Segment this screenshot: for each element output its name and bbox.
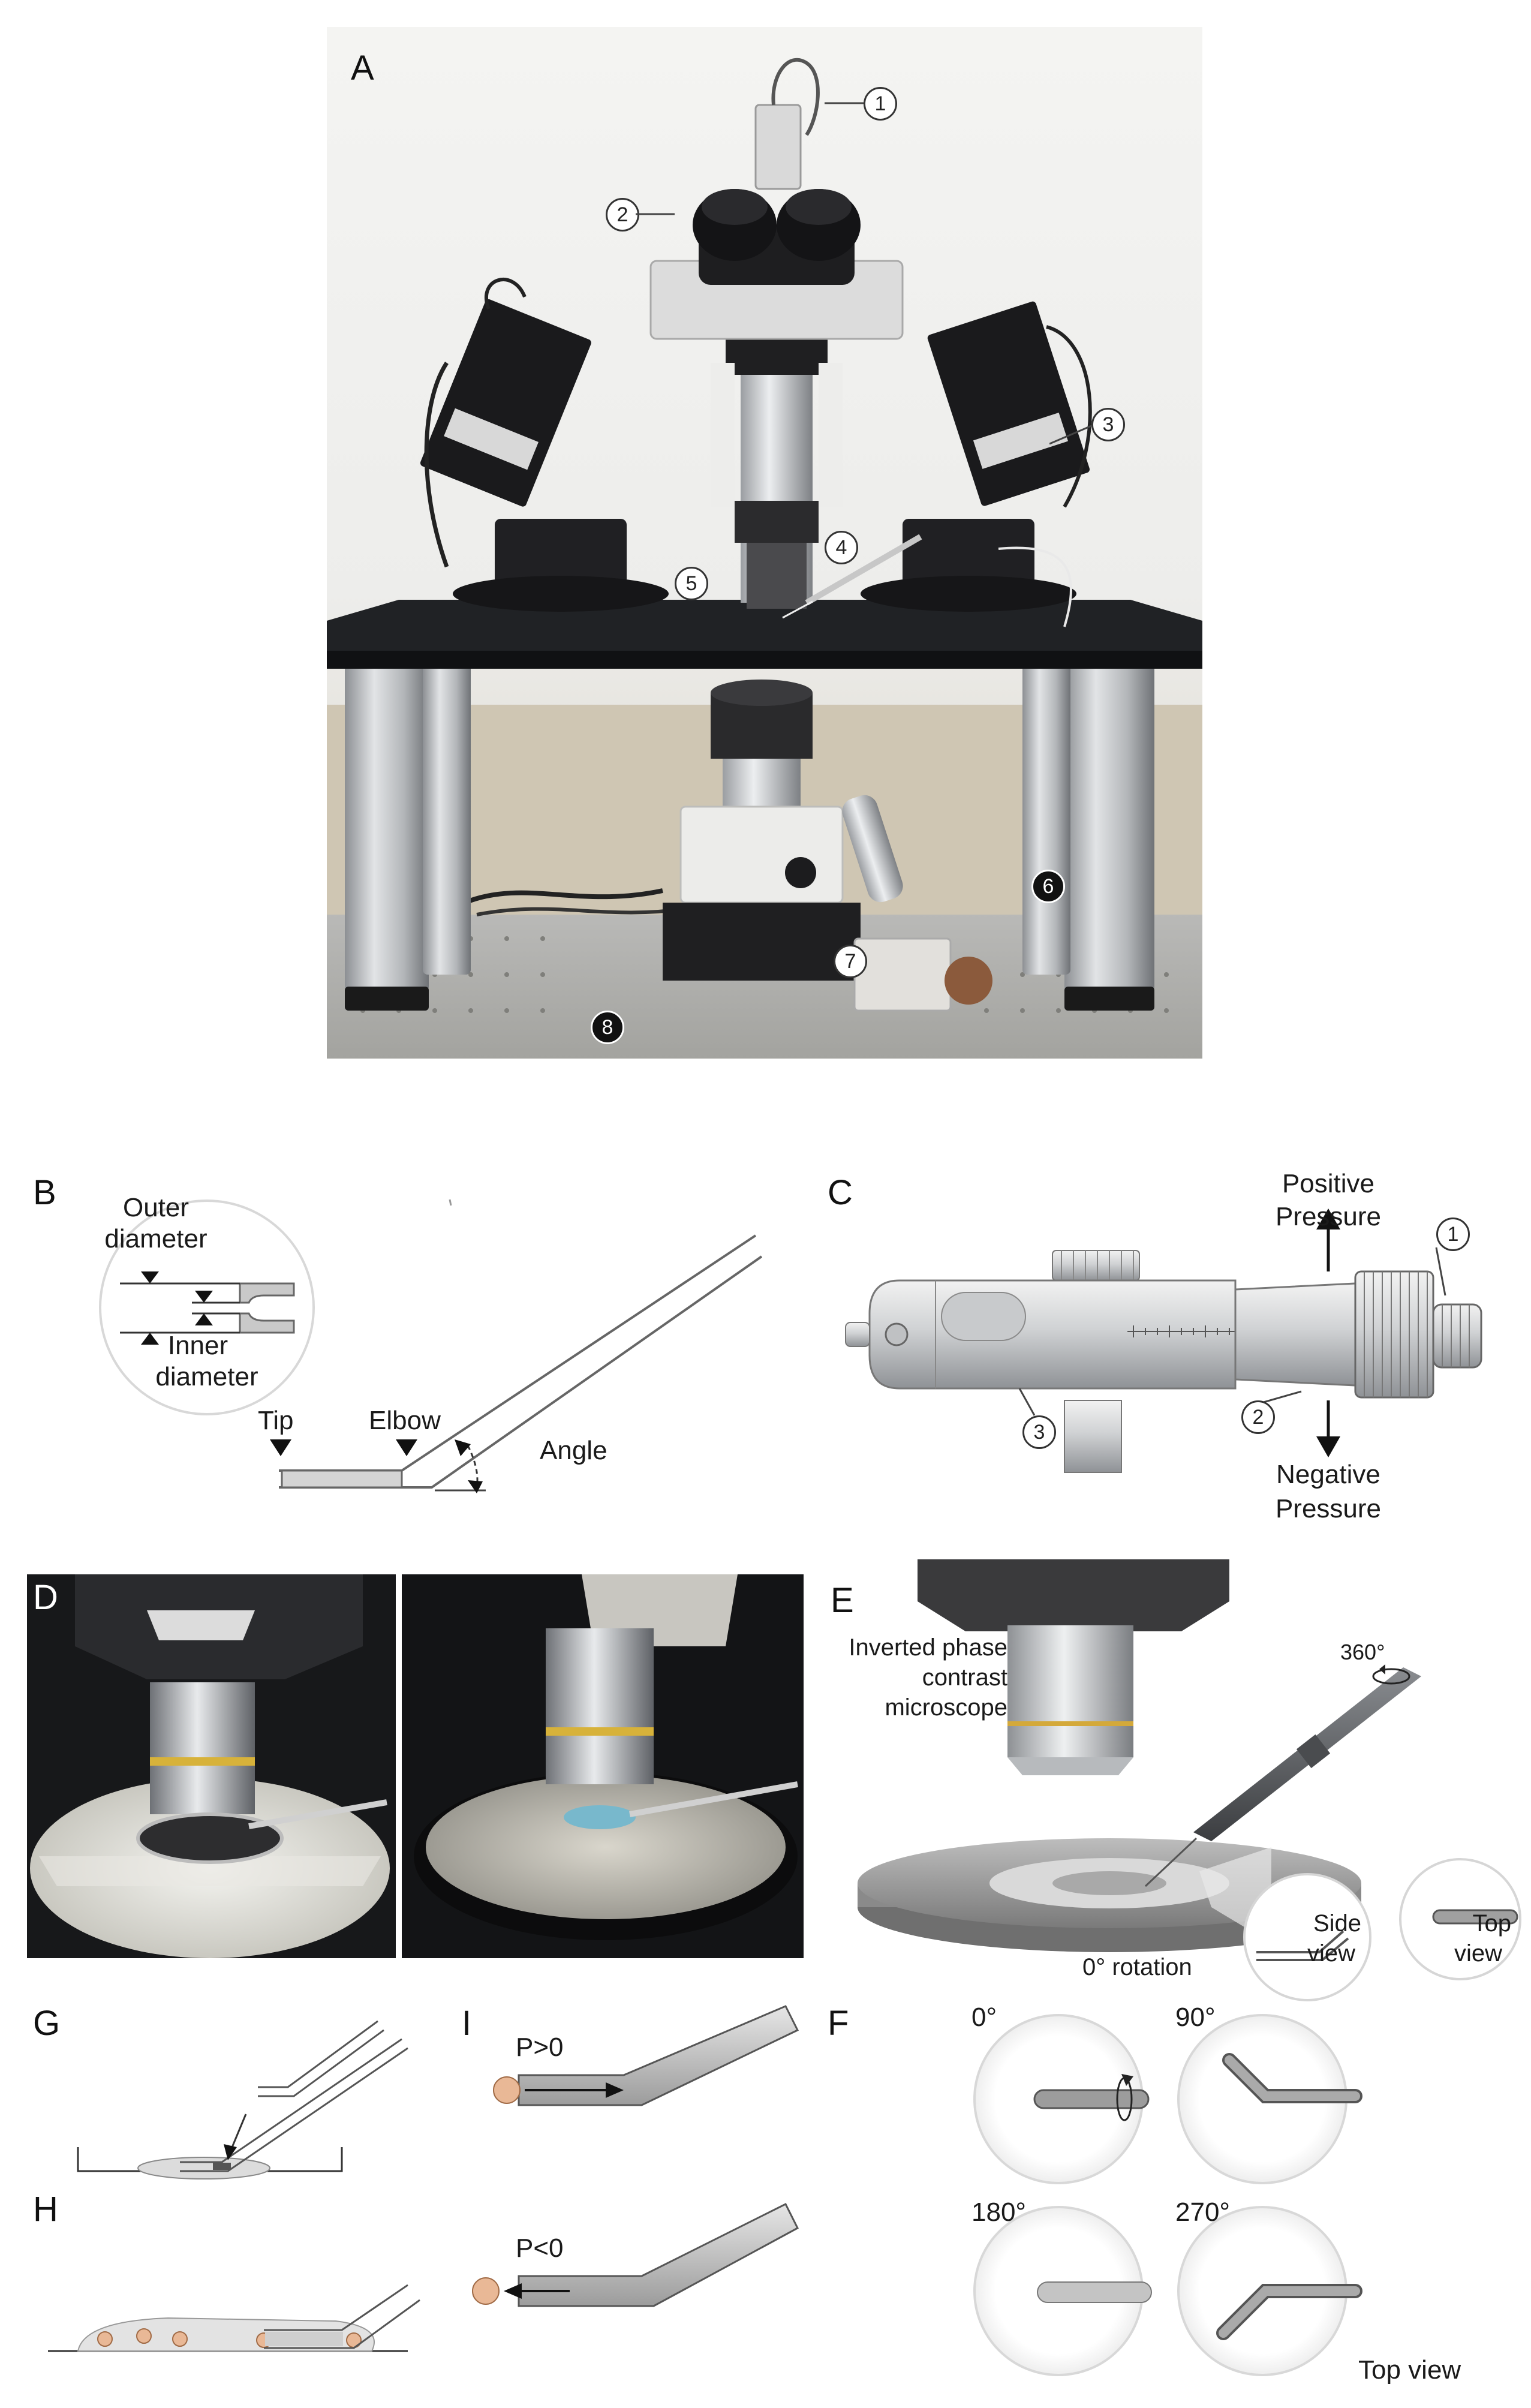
- panel-letter-h: H: [33, 2190, 58, 2229]
- panel-letter-i: I: [462, 2004, 472, 2043]
- angle-90-label: 90°: [1175, 2003, 1216, 2032]
- panel-a-photo: A 1 2 3 4 5 6 7 8: [327, 27, 1202, 1059]
- tip-label: Tip: [258, 1406, 294, 1435]
- callout-8: 8: [591, 1011, 624, 1044]
- panel-d-photo-right: [402, 1574, 804, 1958]
- microscope-label-1: Inverted phase: [849, 1634, 1007, 1661]
- positive-pressure-label-1: Positive: [1282, 1169, 1375, 1198]
- callout-2: 2: [606, 198, 639, 232]
- rotation-circles: [973, 2014, 1362, 2376]
- panel-letter-d: D: [33, 1578, 58, 1617]
- rotation-0-label: 0° rotation: [1082, 1954, 1192, 1980]
- panel-b-pipette-diagram: Outer diameter Inner diameter Tip Elbow …: [84, 1193, 780, 1505]
- positive-pressure-p: P>0: [516, 2033, 564, 2062]
- panel-i-diagram: P>0 P<0: [462, 1997, 834, 2393]
- panel-letter-f: F: [828, 2004, 849, 2043]
- top-view-label-1: Top: [1472, 1910, 1512, 1937]
- panel-f-rotation-views: 0° 90° 180° 270° Top view: [971, 2003, 1511, 2399]
- negative-pressure-p: P<0: [516, 2233, 564, 2263]
- angle-label: Angle: [540, 1436, 607, 1465]
- angle-180-label: 180°: [971, 2197, 1027, 2227]
- panel-letter-g: G: [33, 2004, 61, 2043]
- top-view-label-2: view: [1454, 1940, 1502, 1967]
- panel-c-pressure-device: 1 2 3 Positive Pressure Negative Pressur…: [828, 1164, 1523, 1547]
- top-view-caption: Top view: [1358, 2355, 1461, 2385]
- inner-diameter-label-1: Inner: [167, 1331, 228, 1360]
- panel-letter-c: C: [828, 1173, 853, 1212]
- outer-diameter-label-2: diameter: [104, 1224, 207, 1253]
- callout-6: 6: [1031, 870, 1065, 903]
- positive-pressure-label-2: Pressure: [1275, 1202, 1382, 1231]
- callout-1-leader: [825, 102, 864, 104]
- inner-diameter-label-2: diameter: [155, 1362, 258, 1391]
- rotation-360-label: 360°: [1340, 1640, 1385, 1664]
- negative-pressure-label-2: Pressure: [1275, 1494, 1382, 1523]
- callout-5: 5: [675, 567, 708, 600]
- panel-letter-e: E: [831, 1581, 854, 1620]
- panel-letter-a: A: [351, 49, 374, 88]
- angle-0-label: 0°: [971, 2003, 997, 2032]
- negative-pressure-label-1: Negative: [1276, 1460, 1380, 1489]
- side-view-label-2: view: [1307, 1940, 1355, 1967]
- microscope-label-3: microscope: [885, 1694, 1007, 1721]
- panel-h-diagram: [48, 2231, 444, 2375]
- magnifier-circle: [99, 1200, 315, 1415]
- callout-4: 4: [825, 531, 858, 564]
- panel-g-diagram: [66, 1997, 438, 2189]
- rig-photo-illustration: [327, 27, 1202, 1059]
- callout-3: 3: [1091, 408, 1125, 441]
- callout-2-leader: [636, 213, 675, 215]
- device-callout-2: 2: [1241, 1400, 1275, 1434]
- panel-d-photo-left: D: [27, 1574, 396, 1958]
- angle-270-label: 270°: [1175, 2197, 1231, 2227]
- device-callout-1: 1: [1436, 1217, 1470, 1251]
- callout-7: 7: [834, 945, 867, 978]
- callout-1: 1: [864, 87, 897, 121]
- panel-letter-b: B: [33, 1173, 56, 1212]
- panel-e-setup-diagram: Inverted phase contrast microscope 360° …: [828, 1559, 1523, 2003]
- outer-diameter-label-1: Outer: [122, 1193, 190, 1222]
- device-callout-3: 3: [1022, 1415, 1056, 1449]
- callout-3-leader: [1049, 425, 1091, 445]
- elbow-label: Elbow: [369, 1406, 441, 1435]
- side-view-label-1: Side: [1313, 1910, 1361, 1937]
- microscope-label-2: contrast: [922, 1664, 1007, 1691]
